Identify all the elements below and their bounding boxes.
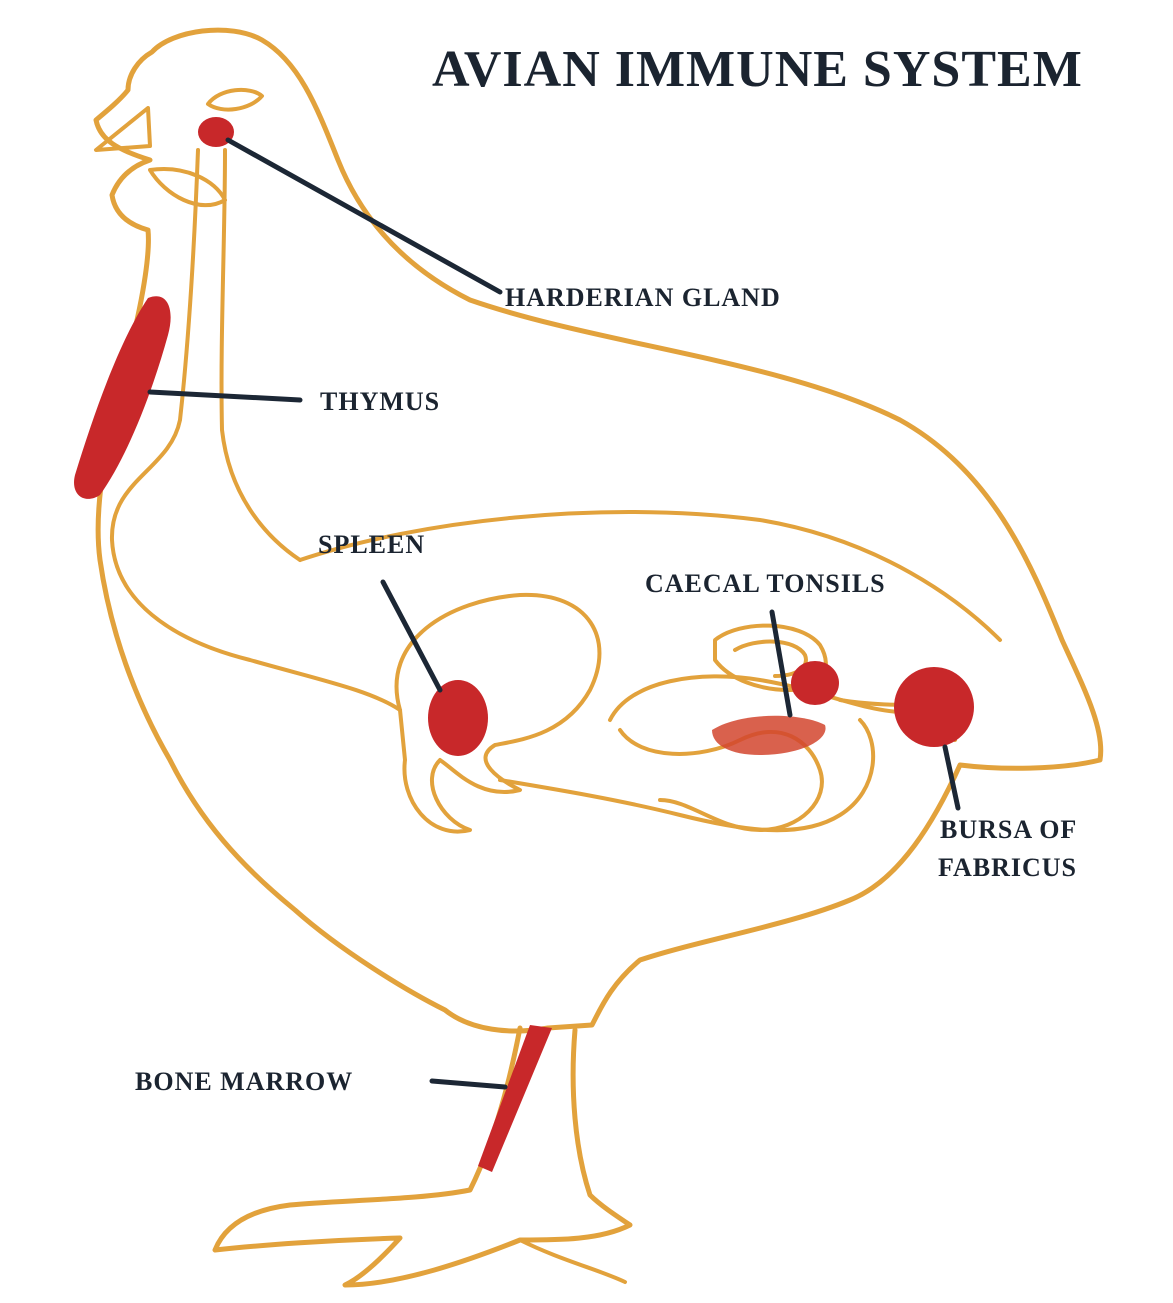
diagram-title: AVIAN IMMUNE SYSTEM: [432, 41, 1083, 98]
thymus-leader: [150, 392, 300, 400]
label-bursa-line2: FABRICUS: [938, 853, 1077, 882]
wattle-outline: [150, 169, 225, 205]
bone-marrow-leader: [432, 1081, 505, 1087]
caecal-tonsil-organ: [791, 661, 839, 705]
label-bone-marrow: BONE MARROW: [135, 1067, 353, 1096]
intestine-loop-1: [397, 595, 600, 832]
label-spleen: SPLEEN: [318, 530, 425, 559]
neck-tube-inner: [222, 150, 300, 560]
label-thymus: THYMUS: [320, 387, 440, 416]
neck-tube-outline: [112, 150, 400, 710]
label-harderian-gland: HARDERIAN GLAND: [505, 283, 781, 312]
spleen-organ: [428, 680, 488, 756]
label-caecal-tonsils: CAECAL TONSILS: [645, 569, 886, 598]
eye-outline: [208, 90, 262, 110]
bursa-organ: [894, 667, 974, 747]
harderian-leader: [228, 140, 500, 292]
spleen-leader: [383, 582, 440, 690]
label-bursa-line1: BURSA OF: [940, 815, 1077, 844]
thymus-organ: [74, 296, 171, 499]
toe-outline: [520, 1240, 625, 1282]
